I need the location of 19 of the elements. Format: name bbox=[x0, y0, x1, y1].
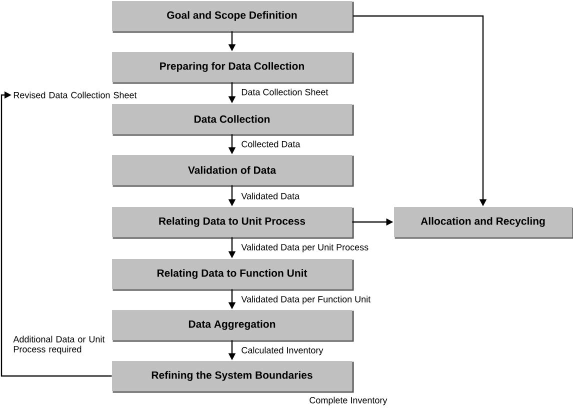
edge-label: Additional Data or Unit Process required bbox=[13, 336, 105, 354]
process-box: Data Collection bbox=[112, 104, 354, 136]
output-label: Complete Inventory bbox=[310, 396, 388, 406]
process-box: Allocation and Recycling bbox=[394, 207, 573, 239]
edge-label: Data Collection Sheet bbox=[242, 88, 328, 96]
process-box: Relating Data to Unit Process bbox=[112, 207, 354, 239]
process-box: Relating Data to Function Unit bbox=[112, 259, 354, 291]
process-box: Refining the System Boundaries bbox=[112, 361, 354, 393]
edge-label: Collected Data bbox=[242, 140, 300, 148]
process-box: Preparing for Data Collection bbox=[112, 52, 354, 84]
arrow bbox=[0, 91, 112, 377]
process-box: Goal and Scope Definition bbox=[112, 1, 354, 33]
process-box: Data Aggregation bbox=[112, 310, 354, 342]
edge-label: Calculated Inventory bbox=[242, 346, 324, 356]
process-box: Validation of Data bbox=[112, 155, 354, 187]
edge-label: Validated Data per Unit Process bbox=[241, 244, 368, 252]
edge-label: Validated Data per Function Unit bbox=[241, 296, 371, 304]
node-text: Revised Data Collection Sheet bbox=[14, 92, 137, 98]
edge-label: Validated Data bbox=[241, 192, 300, 200]
